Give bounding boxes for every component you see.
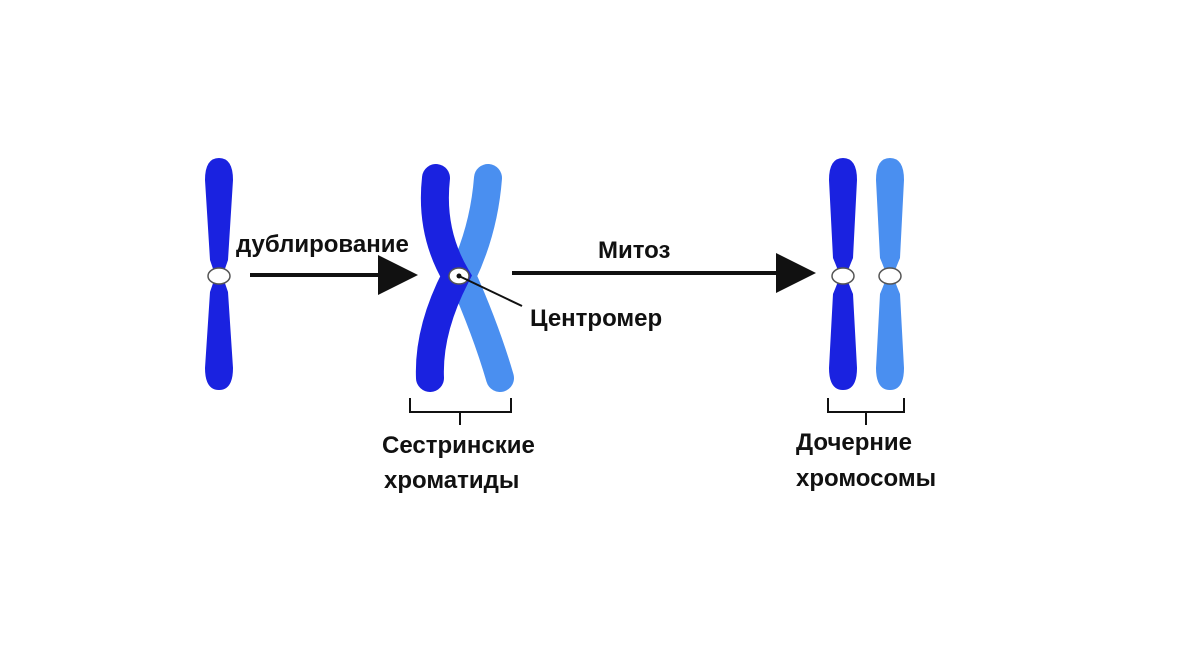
single-chromosome-centromere [207,267,231,285]
sister-chromatids [415,164,514,392]
daughter-chromosomes-label-line1: Дочерние [796,429,912,456]
daughter-chromosomes-label-line2: хромосомы [796,465,936,492]
mitosis-label: Митоз [598,237,671,264]
daughter-chromosome-light [876,158,904,390]
sister-chromatids-bracket [409,398,512,425]
daughter-light-centromere [878,267,902,285]
sister-chromatids-label-line1: Сестринские [382,432,535,459]
centromere-pointer [458,275,523,307]
single-chromosome [205,158,233,390]
daughter-chromosome-dark [829,158,857,390]
daughter-dark-centromere [831,267,855,285]
daughter-chromosomes-bracket [827,398,905,425]
duplication-label: дублирование [236,231,409,258]
sister-chromatids-label-line2: хроматиды [384,467,519,494]
centromere-label: Центромер [530,305,662,332]
